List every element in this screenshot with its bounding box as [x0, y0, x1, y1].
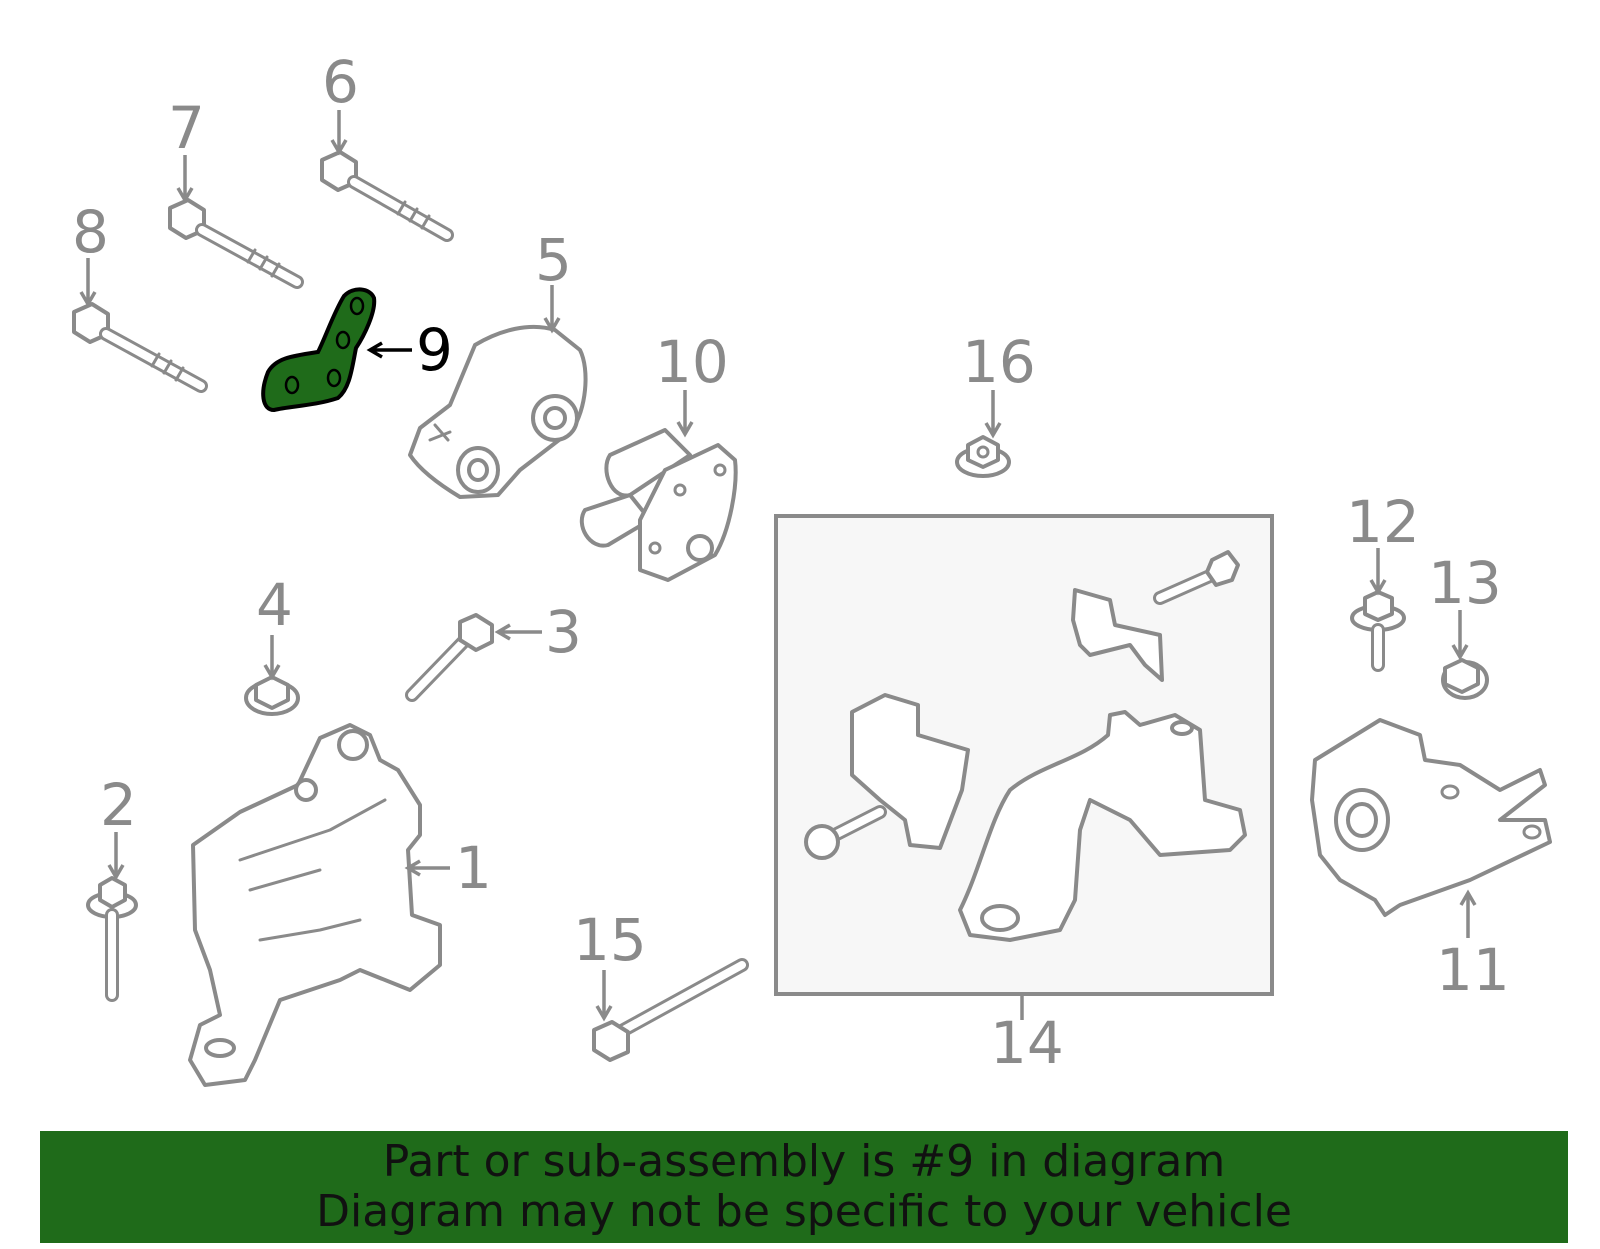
part-4-nut [244, 675, 300, 716]
callout-label-11: 11 [1436, 936, 1510, 1004]
part-8-bolt [72, 302, 208, 393]
part-14-assembly-box [774, 514, 1274, 996]
info-banner: Part or sub-assembly is #9 in diagram Di… [40, 1131, 1568, 1243]
banner-line-2: Diagram may not be specific to your vehi… [316, 1186, 1292, 1237]
callout-arrows [79, 110, 1477, 1022]
callout-label-2: 2 [100, 771, 137, 839]
part-16-nut [955, 435, 1011, 478]
part-13-nut [1441, 658, 1489, 700]
callout-label-16: 16 [962, 328, 1036, 396]
part-7-bolt [168, 198, 304, 289]
part-2-bolt [86, 876, 138, 1002]
callout-label-13: 13 [1428, 549, 1502, 617]
callout-label-7: 7 [168, 94, 205, 162]
part-10-insulator [579, 428, 738, 582]
part-3-bolt [405, 613, 494, 702]
callout-label-14: 14 [990, 1009, 1064, 1077]
callout-label-15: 15 [573, 906, 647, 974]
part-5-mount-bracket [408, 324, 588, 499]
part-11-transmission-mount [1310, 718, 1552, 917]
part-9-bracket-highlighted [261, 287, 377, 413]
callout-label-6: 6 [322, 48, 359, 116]
callout-labels: 6 7 8 9 5 10 16 12 13 11 14 15 3 4 1 2 [72, 48, 1510, 1077]
callout-label-3: 3 [545, 598, 582, 666]
callout-label-10: 10 [655, 328, 729, 396]
part-6-bolt [320, 150, 454, 242]
part-12-bolt [1350, 590, 1406, 672]
part-15-bolt [592, 958, 749, 1062]
part-1-engine-mount [188, 723, 442, 1087]
callout-label-5: 5 [535, 226, 572, 294]
callout-label-9: 9 [416, 316, 453, 384]
callout-label-12: 12 [1346, 488, 1420, 556]
callout-label-8: 8 [72, 198, 109, 266]
callout-label-4: 4 [256, 571, 293, 639]
callout-label-1: 1 [455, 834, 492, 902]
banner-line-1: Part or sub-assembly is #9 in diagram [382, 1136, 1226, 1187]
